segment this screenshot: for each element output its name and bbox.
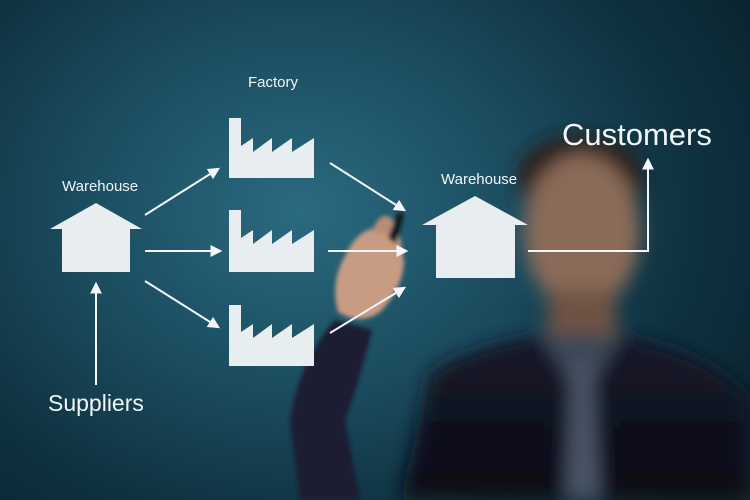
customers-label: Customers [562, 117, 712, 152]
arrow-icon [528, 157, 654, 252]
arrow-icon [329, 162, 407, 212]
arrow-icon [144, 280, 221, 329]
factory-label: Factory [248, 74, 299, 91]
warehouse-icon [422, 196, 528, 278]
factory-icon [229, 305, 314, 366]
warehouse-right-label: Warehouse [441, 171, 518, 188]
factory-icon [229, 210, 314, 272]
suppliers-label: Suppliers [48, 390, 144, 416]
warehouse-left-label: Warehouse [62, 178, 139, 195]
person-silhouette [400, 136, 750, 500]
arrow-icon [329, 286, 407, 334]
factory-icon [229, 118, 314, 178]
warehouse-icon [50, 203, 142, 272]
arrow-icon [144, 167, 221, 216]
